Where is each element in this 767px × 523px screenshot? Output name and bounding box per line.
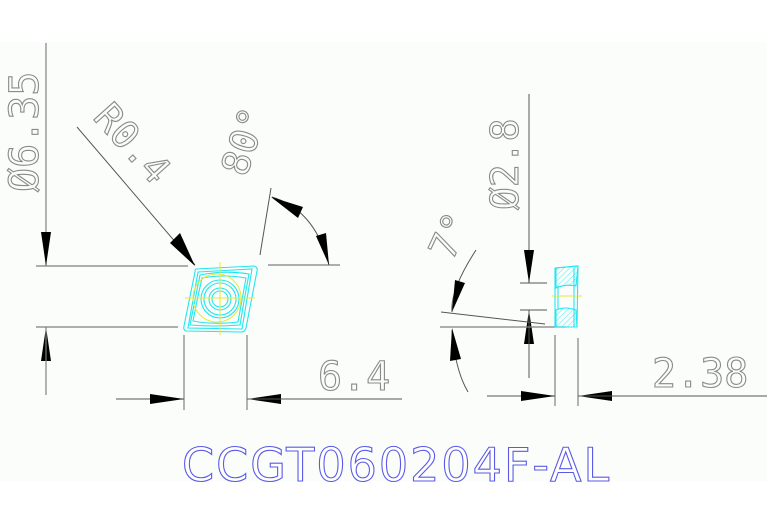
width-dimension: 6.4 [116, 335, 402, 410]
arrow-diagonal-icon [170, 233, 195, 266]
inscribed-circle-dimension: Ø6.35 [1, 43, 188, 395]
arrow-angle-icon [452, 280, 465, 312]
arrow-angle-icon [316, 233, 329, 265]
arrow-right-icon [521, 391, 555, 401]
arrow-down-icon [524, 250, 534, 283]
insert-top-view [183, 262, 258, 335]
arrow-angle-icon [450, 328, 461, 361]
thickness-label: 2.38 [652, 351, 748, 397]
part-number-title: CCGT060204F-AL [182, 438, 611, 492]
width-label: 6.4 [318, 354, 390, 400]
arrow-down-icon [41, 232, 51, 266]
drawing-sheet [0, 42, 767, 481]
hole-diameter-label: Ø2.8 [483, 118, 527, 210]
arrow-right-icon [150, 394, 184, 404]
thickness-dimension: 2.38 [487, 335, 767, 406]
arrow-angle-icon [271, 197, 303, 218]
inscribed-circle-label: Ø6.35 [2, 72, 48, 192]
hole-diameter-dimension: Ø2.8 [482, 94, 547, 378]
insert-side-view [552, 265, 582, 328]
